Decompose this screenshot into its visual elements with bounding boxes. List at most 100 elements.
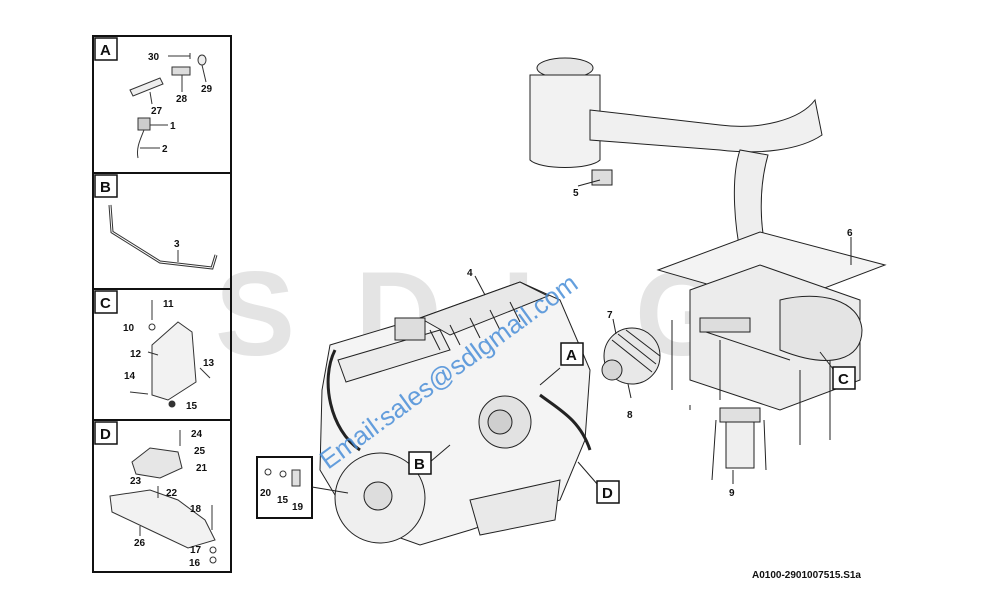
callout-13: 13 — [203, 358, 215, 369]
callout-27: 27 — [151, 106, 163, 117]
callout-8: 8 — [627, 410, 633, 421]
view-tag-b: B — [408, 451, 432, 475]
alternator-pulley — [601, 359, 623, 381]
panel-letter-a: A — [100, 42, 111, 59]
panel-letter-c: C — [100, 295, 111, 312]
callout-17: 17 — [190, 545, 202, 556]
callout-12: 12 — [130, 349, 142, 360]
callout-28: 28 — [176, 94, 188, 105]
panel-letter-d: D — [100, 426, 111, 443]
view-tag-box — [596, 480, 620, 504]
view-tag-b-letter: B — [414, 456, 425, 473]
coolant-hose — [326, 349, 361, 452]
bolt-part — [129, 391, 149, 395]
callout-16: 16 — [189, 558, 201, 569]
callout-15-main: 15 — [277, 495, 289, 506]
fuel-lines — [711, 419, 767, 481]
callout-24: 24 — [191, 429, 203, 440]
coolant-hose — [539, 393, 592, 451]
callout-29: 29 — [201, 84, 213, 95]
fuel-filter-bowl — [725, 421, 755, 469]
alternator-fins — [611, 329, 661, 373]
charge-air-pipe — [779, 295, 863, 361]
detail-panels — [92, 35, 232, 573]
fuel-filter-assembly — [711, 407, 767, 481]
callout-30: 30 — [148, 52, 160, 63]
callout-23: 23 — [130, 476, 142, 487]
detail-panel-c: C 11 10 12 13 14 15 — [94, 290, 215, 412]
callout-2: 2 — [162, 144, 168, 155]
callout-11: 11 — [163, 299, 174, 310]
leader-line — [199, 367, 211, 379]
panel-letter-box — [94, 421, 118, 445]
sensor-cable — [137, 129, 145, 159]
view-tag-d-letter: D — [602, 485, 613, 502]
washer-part — [279, 470, 287, 478]
air-intake-assembly — [529, 57, 823, 261]
support-frame — [671, 320, 831, 445]
air-filter-bracket — [591, 169, 613, 186]
leader-line — [201, 64, 207, 83]
filter-housing — [394, 317, 426, 341]
callout-10: 10 — [123, 323, 135, 334]
cooling-platform — [656, 231, 887, 445]
leader-line — [577, 461, 599, 486]
rubber-mount-part — [131, 447, 183, 479]
view-tag-box — [408, 451, 432, 475]
callout-4: 4 — [467, 268, 473, 279]
flywheel-hub — [363, 481, 393, 511]
callout-14: 14 — [124, 371, 136, 382]
pipe-part — [108, 204, 218, 270]
view-tag-a: A — [560, 342, 584, 366]
injector-lines — [429, 301, 521, 351]
washer-part — [148, 323, 156, 331]
leader-line — [149, 91, 153, 105]
detail-panel-d: D 24 25 21 23 22 18 26 17 16 — [94, 421, 217, 569]
washer-part — [209, 546, 217, 554]
leader-line — [612, 318, 617, 335]
callout-18: 18 — [190, 504, 202, 515]
callout-22: 22 — [166, 488, 178, 499]
callout-6: 6 — [847, 228, 853, 239]
callout-1: 1 — [170, 121, 176, 132]
mount-block — [699, 317, 751, 333]
callout-7: 7 — [607, 310, 613, 321]
callout-20: 20 — [260, 488, 272, 499]
panel-letter-box — [94, 37, 118, 61]
callout-26: 26 — [134, 538, 146, 549]
reference-code: A0100-2901007515.S1a — [752, 570, 861, 581]
main-callouts: 4 5 6 7 8 9 20 15 19 — [260, 188, 853, 513]
detail-panel-frame — [92, 35, 232, 573]
callout-3: 3 — [174, 239, 180, 250]
engine-assembly — [319, 281, 592, 546]
panel-letter-box — [94, 290, 118, 314]
hose-clamp-part — [129, 77, 164, 97]
callout-15: 15 — [186, 401, 198, 412]
view-tag-box — [832, 366, 856, 390]
view-tag-box — [560, 342, 584, 366]
detail-panel-a: A 30 29 27 28 1 2 — [94, 37, 213, 159]
view-tag-c: C — [832, 366, 856, 390]
callout-25: 25 — [194, 446, 206, 457]
view-tag-c-letter: C — [838, 371, 849, 388]
bracket-part — [151, 321, 197, 401]
valve-cover — [418, 281, 550, 336]
fuel-filter-head — [719, 407, 761, 423]
leader-line — [311, 486, 349, 494]
bolt-part — [264, 468, 272, 476]
bolt-set-box — [256, 456, 349, 519]
engine-bracket-part — [109, 489, 216, 549]
leader-line — [539, 367, 561, 386]
sleeve-part — [171, 66, 191, 76]
detail-panel-b: B 3 — [94, 174, 218, 270]
callout-5: 5 — [573, 188, 579, 199]
alternator-assembly — [601, 327, 661, 385]
panel-letter-box — [94, 174, 118, 198]
intake-pipe — [589, 98, 823, 153]
panel-letter-b: B — [100, 179, 111, 196]
nut-part — [209, 556, 217, 564]
sensor-part — [137, 117, 151, 131]
nut-part — [168, 400, 176, 408]
view-tag-d: D — [596, 480, 620, 504]
